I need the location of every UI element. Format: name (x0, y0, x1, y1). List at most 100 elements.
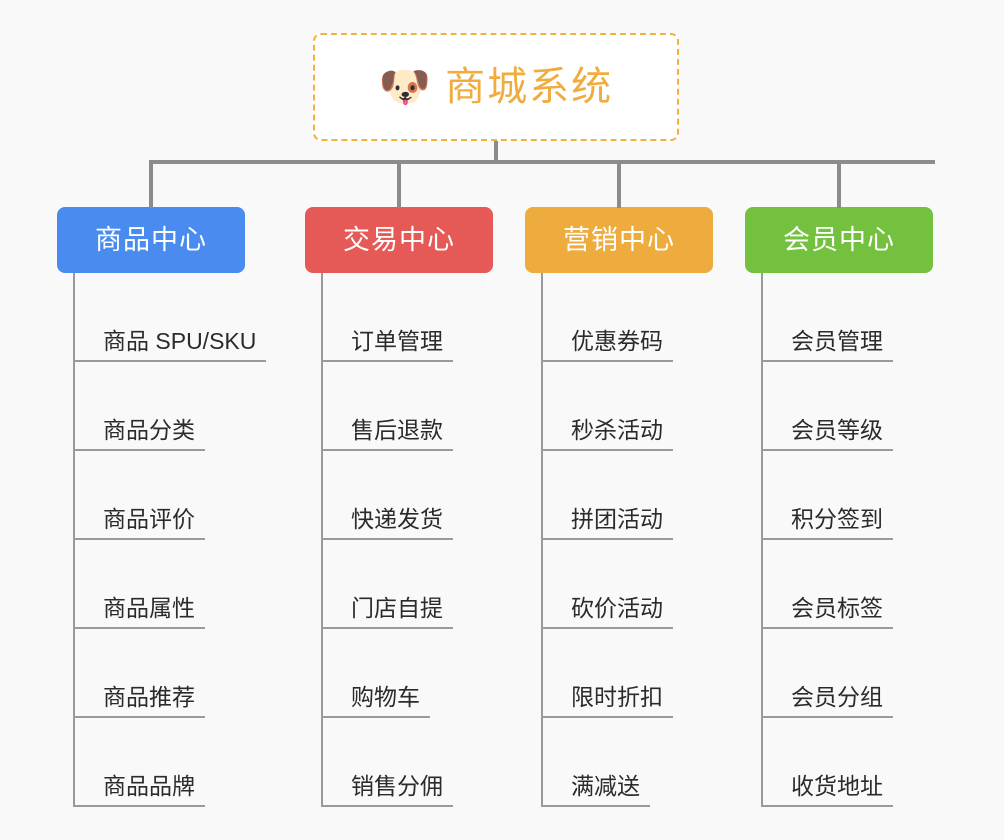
leaf-item[interactable]: 商品评价 (57, 451, 245, 540)
leaf-underline: 门店自提 (321, 594, 453, 629)
category-box-member-center[interactable]: 会员中心 (745, 207, 933, 273)
leaf-spine-member-center (761, 273, 763, 807)
leaf-label: 订单管理 (351, 327, 443, 354)
leaf-label: 商品评价 (103, 505, 195, 532)
leaf-underline: 秒杀活动 (541, 416, 673, 451)
leaf-item[interactable]: 商品分类 (57, 362, 245, 451)
leaf-label: 门店自提 (351, 594, 443, 621)
leaf-underline: 购物车 (321, 683, 430, 718)
leaf-underline: 商品分类 (73, 416, 205, 451)
leaf-item[interactable]: 限时折扣 (525, 629, 713, 718)
leaf-label: 会员管理 (791, 327, 883, 354)
category-label-marketing-center: 营销中心 (563, 224, 675, 255)
leaf-underline: 优惠券码 (541, 327, 673, 362)
leaf-label: 售后退款 (351, 416, 443, 443)
leaf-underline: 快递发货 (321, 505, 453, 540)
leaf-item[interactable]: 拼团活动 (525, 451, 713, 540)
category-label-trade-center: 交易中心 (343, 224, 455, 255)
drop-connector-trade-center (397, 160, 401, 208)
category-label-product-center: 商品中心 (95, 224, 207, 255)
leaf-underline: 售后退款 (321, 416, 453, 451)
root-node-mall-system[interactable]: 🐶 商城系统 (313, 33, 679, 141)
leaf-underline: 会员分组 (761, 683, 893, 718)
drop-connector-member-center (837, 160, 841, 208)
leaf-underline: 销售分佣 (321, 772, 453, 807)
leaf-item[interactable]: 积分签到 (745, 451, 933, 540)
leaf-label: 销售分佣 (351, 772, 443, 799)
leaf-label: 商品品牌 (103, 772, 195, 799)
leaf-underline: 砍价活动 (541, 594, 673, 629)
leaf-underline: 拼团活动 (541, 505, 673, 540)
leaf-item[interactable]: 秒杀活动 (525, 362, 713, 451)
leaf-underline: 商品品牌 (73, 772, 205, 807)
leaf-label: 秒杀活动 (571, 416, 663, 443)
leaf-item[interactable]: 满减送 (525, 718, 713, 807)
leaf-label: 优惠券码 (571, 327, 663, 354)
leaf-item[interactable]: 会员分组 (745, 629, 933, 718)
leaf-label: 商品 SPU/SKU (103, 327, 257, 354)
column-trade-center: 交易中心订单管理售后退款快递发货门店自提购物车销售分佣 (305, 207, 493, 807)
leaf-underline: 订单管理 (321, 327, 453, 362)
leaf-list-trade-center: 订单管理售后退款快递发货门店自提购物车销售分佣 (305, 273, 493, 807)
leaf-item[interactable]: 门店自提 (305, 540, 493, 629)
category-box-marketing-center[interactable]: 营销中心 (525, 207, 713, 273)
leaf-underline: 限时折扣 (541, 683, 673, 718)
leaf-label: 商品推荐 (103, 683, 195, 710)
leaf-item[interactable]: 会员等级 (745, 362, 933, 451)
leaf-item[interactable]: 售后退款 (305, 362, 493, 451)
leaf-item[interactable]: 购物车 (305, 629, 493, 718)
drop-connector-product-center (149, 160, 153, 208)
leaf-item[interactable]: 商品推荐 (57, 629, 245, 718)
leaf-label: 积分签到 (791, 505, 883, 532)
leaf-label: 购物车 (351, 683, 420, 710)
leaf-list-product-center: 商品 SPU/SKU 商品分类商品评价商品属性商品推荐商品品牌 (57, 273, 267, 807)
leaf-underline: 商品推荐 (73, 683, 205, 718)
leaf-list-member-center: 会员管理会员等级积分签到会员标签会员分组收货地址 (745, 273, 933, 807)
leaf-label: 限时折扣 (571, 683, 663, 710)
leaf-spine-marketing-center (541, 273, 543, 807)
leaf-item[interactable]: 销售分佣 (305, 718, 493, 807)
leaf-label: 快递发货 (351, 505, 443, 532)
leaf-underline: 商品 SPU/SKU (73, 327, 267, 362)
category-box-product-center[interactable]: 商品中心 (57, 207, 245, 273)
column-product-center: 商品中心商品 SPU/SKU 商品分类商品评价商品属性商品推荐商品品牌 (57, 207, 267, 807)
root-node-title: 商城系统 (445, 65, 614, 109)
leaf-item[interactable]: 会员管理 (745, 273, 933, 362)
shiba-dog-face-icon: 🐶 (378, 63, 432, 110)
leaf-label: 会员标签 (791, 594, 883, 621)
leaf-label: 商品属性 (103, 594, 195, 621)
column-member-center: 会员中心会员管理会员等级积分签到会员标签会员分组收货地址 (745, 207, 933, 807)
leaf-underline: 会员管理 (761, 327, 893, 362)
leaf-spine-product-center (73, 273, 75, 807)
leaf-item[interactable]: 收货地址 (745, 718, 933, 807)
leaf-list-marketing-center: 优惠券码秒杀活动拼团活动砍价活动限时折扣满减送 (525, 273, 713, 807)
leaf-spine-trade-center (321, 273, 323, 807)
leaf-label: 会员等级 (791, 416, 883, 443)
leaf-label: 会员分组 (791, 683, 883, 710)
category-label-member-center: 会员中心 (783, 224, 895, 255)
leaf-label: 拼团活动 (571, 505, 663, 532)
leaf-underline: 收货地址 (761, 773, 893, 807)
leaf-underline: 满减送 (541, 772, 650, 807)
leaf-item[interactable]: 会员标签 (745, 540, 933, 629)
leaf-item[interactable]: 商品品牌 (57, 718, 245, 807)
leaf-label: 满减送 (571, 772, 640, 799)
column-marketing-center: 营销中心优惠券码秒杀活动拼团活动砍价活动限时折扣满减送 (525, 207, 713, 807)
leaf-item[interactable]: 优惠券码 (525, 273, 713, 362)
horizontal-bus-connector (149, 160, 935, 164)
leaf-item[interactable]: 商品 SPU/SKU (57, 273, 267, 362)
leaf-label: 砍价活动 (571, 594, 663, 621)
leaf-underline: 会员标签 (761, 594, 893, 629)
leaf-item[interactable]: 商品属性 (57, 540, 245, 629)
drop-connector-marketing-center (617, 160, 621, 208)
category-box-trade-center[interactable]: 交易中心 (305, 207, 493, 273)
leaf-item[interactable]: 砍价活动 (525, 540, 713, 629)
leaf-label: 商品分类 (103, 416, 195, 443)
leaf-underline: 商品评价 (73, 505, 205, 540)
root-stem-connector (494, 141, 498, 163)
leaf-item[interactable]: 快递发货 (305, 451, 493, 540)
leaf-underline: 会员等级 (761, 416, 893, 451)
leaf-underline: 积分签到 (761, 505, 893, 540)
leaf-item[interactable]: 订单管理 (305, 273, 493, 362)
